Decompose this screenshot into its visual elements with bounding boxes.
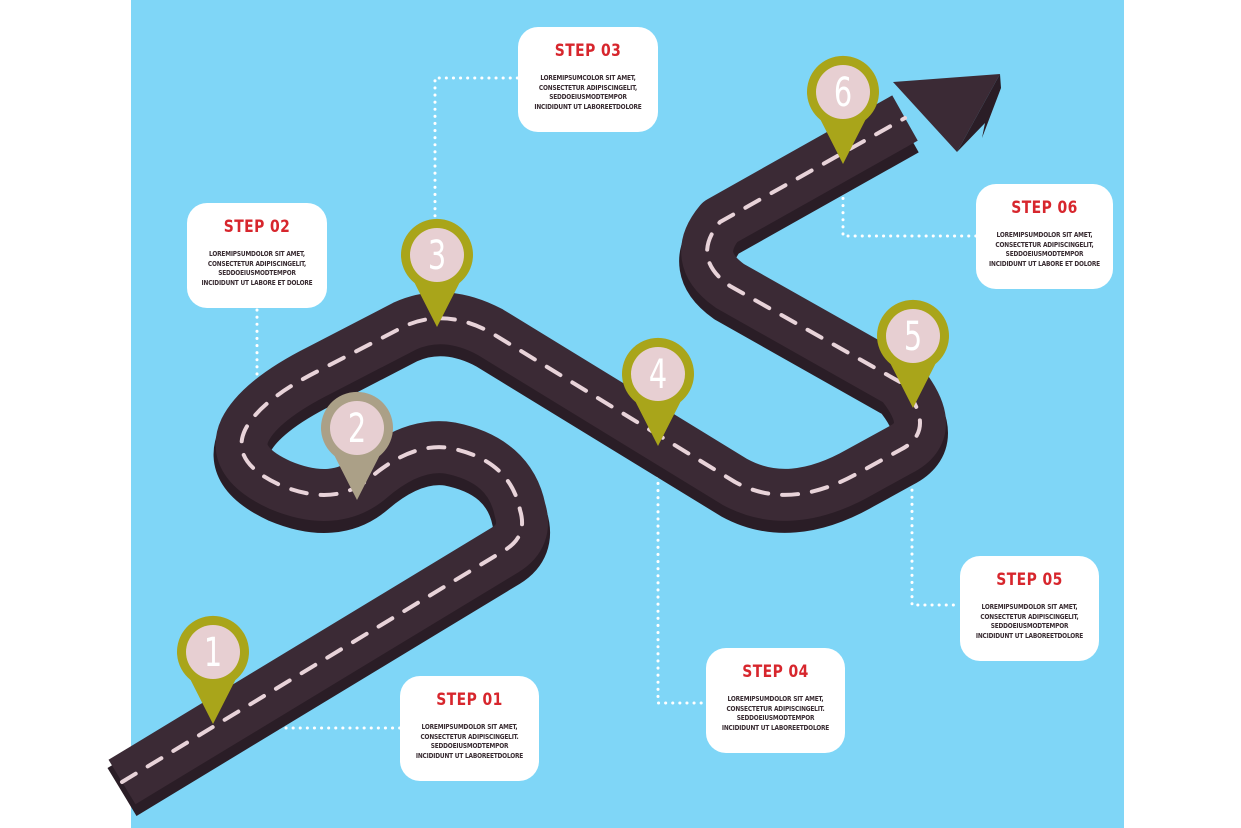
step-04-card: STEP 04 LOREMIPSUMDOLOR SIT AMET, CONSEC… bbox=[706, 648, 845, 753]
pin-number: 5 bbox=[904, 314, 922, 360]
pin-face bbox=[886, 309, 940, 363]
pin-number: 3 bbox=[428, 233, 446, 279]
map-pin-icon: 5 bbox=[877, 299, 949, 408]
step-05-text: LOREMIPSUMDOLOR SIT AMET, CONSECTETUR AD… bbox=[975, 602, 1084, 640]
map-pin-icon: 1 bbox=[177, 615, 249, 724]
step-01-card: STEP 01 LOREMIPSUMDOLOR SIT AMET, CONSEC… bbox=[400, 676, 539, 781]
step-03-card: STEP 03 LOREMIPSUMCOLOR SIT AMET, CONSEC… bbox=[518, 27, 658, 132]
step-04-text: LOREMIPSUMDOLOR SIT AMET, CONSECTETUR AD… bbox=[721, 694, 830, 732]
step-06-title: STEP 06 bbox=[1011, 198, 1078, 218]
pin-number: 1 bbox=[204, 630, 222, 676]
step-02-card: STEP 02 LOREMIPSUMDOLOR SIT AMET, CONSEC… bbox=[187, 203, 327, 308]
pins: 1 2 3 4 5 6 bbox=[177, 55, 949, 724]
step-01-title: STEP 01 bbox=[436, 690, 503, 710]
pin-face bbox=[330, 401, 384, 455]
road-arrow-head bbox=[893, 74, 1000, 152]
step-02-title: STEP 02 bbox=[223, 217, 291, 237]
step-06-text: LOREMIPSUMDOLOR SIT AMET, CONSECTETUR AD… bbox=[989, 230, 1100, 268]
step-05-title: STEP 05 bbox=[996, 570, 1063, 590]
step-01-text: LOREMIPSUMDOLOR SIT AMET, CONSECTETUR AD… bbox=[415, 722, 524, 760]
road bbox=[107, 74, 1001, 816]
pin-number: 6 bbox=[834, 70, 852, 116]
step-05-card: STEP 05 LOREMIPSUMDOLOR SIT AMET, CONSEC… bbox=[960, 556, 1099, 661]
step-04-title: STEP 04 bbox=[742, 662, 809, 682]
map-pin-icon: 4 bbox=[622, 337, 695, 446]
connector-step-03 bbox=[433, 76, 520, 232]
step-06-card: STEP 06 LOREMIPSUMDOLOR SIT AMET, CONSEC… bbox=[976, 184, 1113, 289]
pin-face bbox=[816, 65, 870, 119]
connector-step-04 bbox=[656, 453, 708, 705]
pin-face bbox=[186, 625, 240, 679]
road-arrow-head-side bbox=[957, 74, 1001, 152]
pin-face bbox=[631, 347, 685, 401]
pin-number: 2 bbox=[348, 406, 366, 452]
road-center-dashes bbox=[120, 116, 922, 784]
pin-face bbox=[410, 228, 464, 282]
map-pin-icon: 2 bbox=[320, 391, 393, 500]
step-02-text: LOREMIPSUMDOLOR SIT AMET, CONSECTETUR AD… bbox=[201, 249, 313, 287]
step-03-text: LOREMIPSUMCOLOR SIT AMET, CONSECTETUR AD… bbox=[534, 73, 642, 111]
map-pin-icon: 6 bbox=[807, 55, 880, 164]
step-03-title: STEP 03 bbox=[554, 41, 622, 61]
pin-number: 4 bbox=[649, 352, 667, 398]
map-pin-icon: 3 bbox=[401, 218, 473, 327]
